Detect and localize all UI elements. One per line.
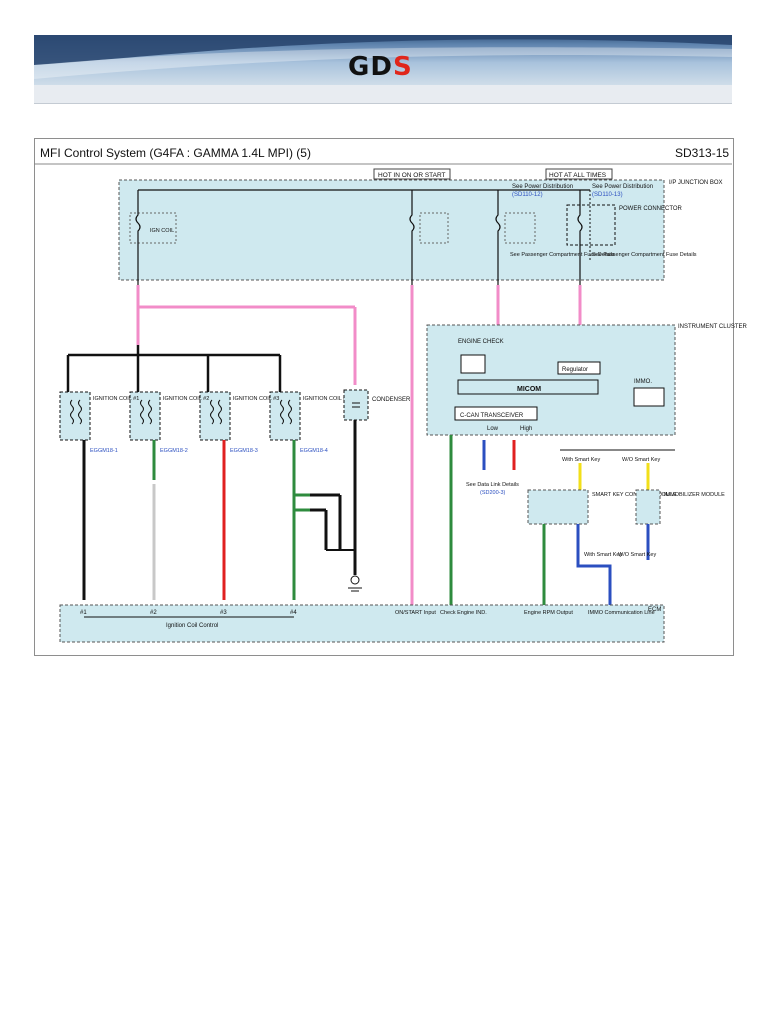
immo-label: IMMO.: [634, 379, 652, 385]
ecm-label: ECM: [648, 607, 661, 613]
micom-block: [457, 379, 599, 395]
coil-3-label: IGNITION COIL #3: [233, 396, 279, 402]
power-connector-label: POWER CONNECTOR: [619, 206, 683, 212]
ecm-pin-3: #3: [220, 610, 227, 616]
header-strip: [34, 85, 732, 104]
immobilizer-module: [635, 489, 661, 525]
ign-coil-control-label: Ignition Coil Control: [166, 623, 218, 629]
immo-icon: [633, 387, 665, 407]
fuse-2-box: [419, 212, 449, 244]
immobilizer-module-label: IMMOBILIZER MODULE: [664, 492, 725, 498]
condenser-box: [343, 389, 369, 421]
engine-check-icon: [460, 354, 486, 374]
coil-4-label: IGNITION COIL #4: [303, 396, 349, 402]
smart-key-module: [527, 489, 589, 525]
hot-in-on-label: HOT IN ON OR START: [378, 172, 446, 179]
ignition-coil-1: [59, 391, 91, 441]
junction-box: [118, 179, 665, 281]
ecm-input-check-engine: Check Engine IND.: [440, 610, 487, 616]
fuse-cluster: [495, 190, 501, 285]
ecm-pin-1: #1: [80, 610, 87, 616]
ecm-input-immo: IMMO Communication Line: [588, 610, 655, 616]
hot-all-tag: [545, 168, 613, 180]
gds-logo: GDS: [348, 52, 413, 82]
ground-symbol: [348, 575, 362, 592]
ecm-input-rpm: Engine RPM Output: [524, 610, 573, 616]
ignition-coil-4: [269, 391, 301, 441]
fuse-2: [409, 190, 415, 285]
instrument-cluster-label: INSTRUMENT CLUSTER: [678, 324, 748, 330]
diagram-code: SD313-15: [675, 146, 730, 160]
see-power-2-ref: (SD110-13): [592, 192, 623, 198]
wire-immo-merge: [576, 560, 612, 615]
ecm-pin-4: #4: [290, 610, 297, 616]
ignition-coil-2: [129, 391, 161, 441]
header-swoosh: [34, 35, 732, 79]
see-power-1-ref: (SD110-12): [512, 192, 543, 198]
regulator-block: [557, 361, 601, 375]
fuse-ign-coil-label: IGN COIL: [150, 228, 174, 234]
coil-2-conn: EGGM18-2: [160, 448, 188, 454]
condenser-label: CONDENSER: [372, 397, 411, 403]
ecm-pin-2: #2: [150, 610, 157, 616]
with-smart-key-label: With Smart Key: [562, 457, 600, 463]
wo-smart-key-label: W/O Smart Key: [622, 457, 660, 463]
ccan-block: [454, 406, 538, 421]
fuse-cluster-box: [504, 212, 536, 244]
see-passenger-1: See Passenger Compartment Fuse Details: [510, 252, 615, 258]
low-label: Low: [487, 426, 499, 432]
coil-2-label: IGNITION COIL #2: [163, 396, 209, 402]
see-data-link: See Data Link Details: [466, 482, 519, 488]
fuse-hot: [577, 190, 583, 285]
fuse-ign-coil-box: [129, 212, 177, 244]
wo-smart-key-2: W/O Smart Key: [618, 552, 656, 558]
fuse-ign-coil: [135, 190, 141, 285]
with-smart-key-2: With Smart Key: [584, 552, 622, 558]
coil-4-conn: EGGM18-4: [300, 448, 328, 454]
coil-3-conn: EGGM18-3: [230, 448, 258, 454]
ip-junction-label: I/P JUNCTION BOX: [669, 180, 723, 186]
see-power-2: See Power Distribution: [592, 184, 653, 190]
coil-1-conn: EGGM18-1: [90, 448, 118, 454]
wire-group-pink: [136, 285, 582, 615]
ecm-input-on-start: ON/START Input: [395, 610, 436, 616]
see-power-1: See Power Distribution: [512, 184, 573, 190]
power-connector-box: [566, 204, 616, 246]
high-label: High: [520, 426, 532, 432]
coil-1-label: IGNITION COIL #1: [93, 396, 139, 402]
ecm-box: [59, 604, 665, 643]
regulator-label: Regulator: [562, 367, 588, 373]
see-data-link-ref: (SD200-3): [480, 490, 506, 496]
engine-check-label: ENGINE CHECK: [458, 339, 504, 345]
hot-all-label: HOT AT ALL TIMES: [549, 172, 607, 179]
diagram-title: MFI Control System (G4FA : GAMMA 1.4L MP…: [40, 146, 311, 160]
hot-in-on-tag: [373, 168, 451, 180]
micom-label: MICOM: [517, 386, 541, 393]
smart-key-module-label: SMART KEY CONTROL MODULE: [592, 492, 677, 498]
ignition-coil-3: [199, 391, 231, 441]
see-passenger-2: See Passenger Compartment Fuse Details: [592, 252, 697, 258]
ccan-label: C-CAN TRANSCEIVER: [460, 413, 524, 419]
